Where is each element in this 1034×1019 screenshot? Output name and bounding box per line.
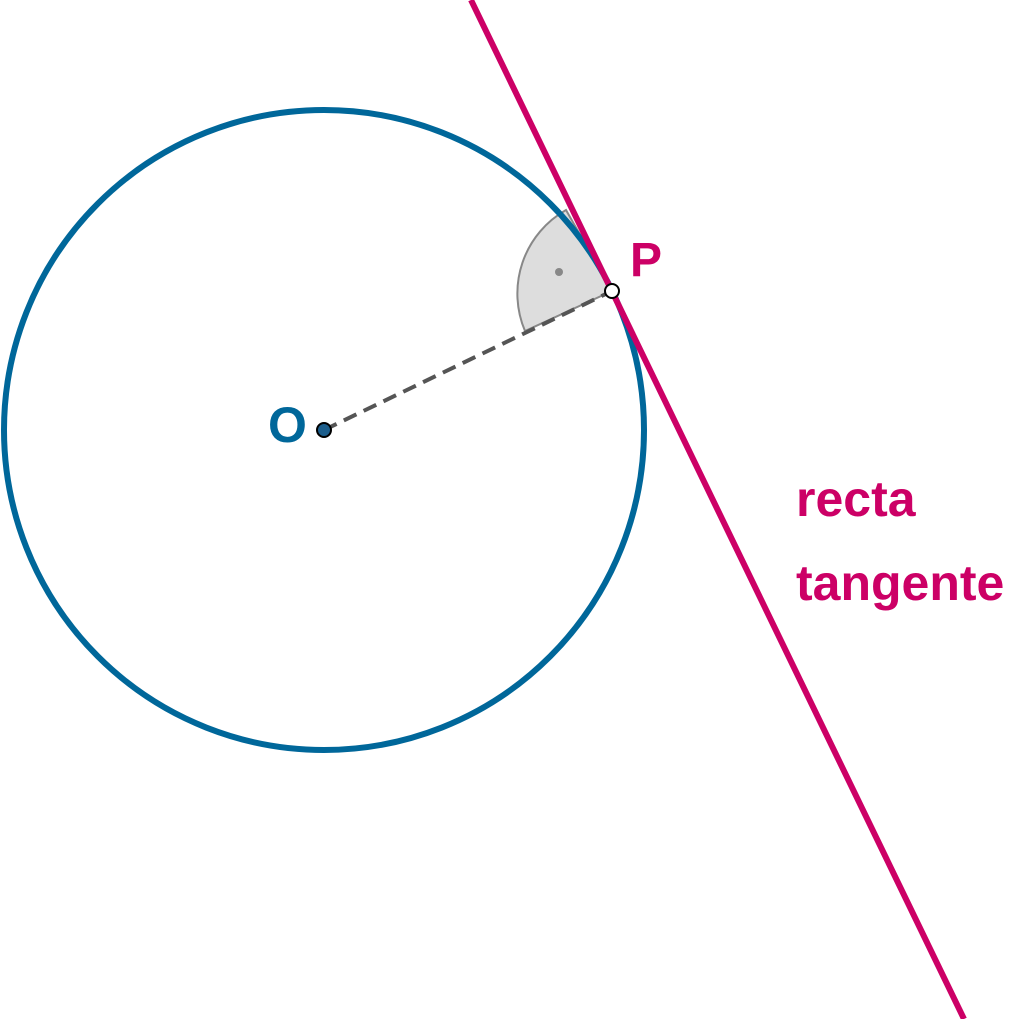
center-label: O [268,397,307,453]
center-point [316,422,332,438]
tangent-line [468,0,967,1019]
tangent-line-label-word-1: recta [796,471,917,527]
circle [1,107,647,753]
radius-segment [323,289,613,432]
tangent-line-label-word-2: tangente [796,555,1004,611]
tangent-point [604,283,620,299]
right-angle-dot [555,268,563,276]
tangent-point-label: P [630,234,662,287]
